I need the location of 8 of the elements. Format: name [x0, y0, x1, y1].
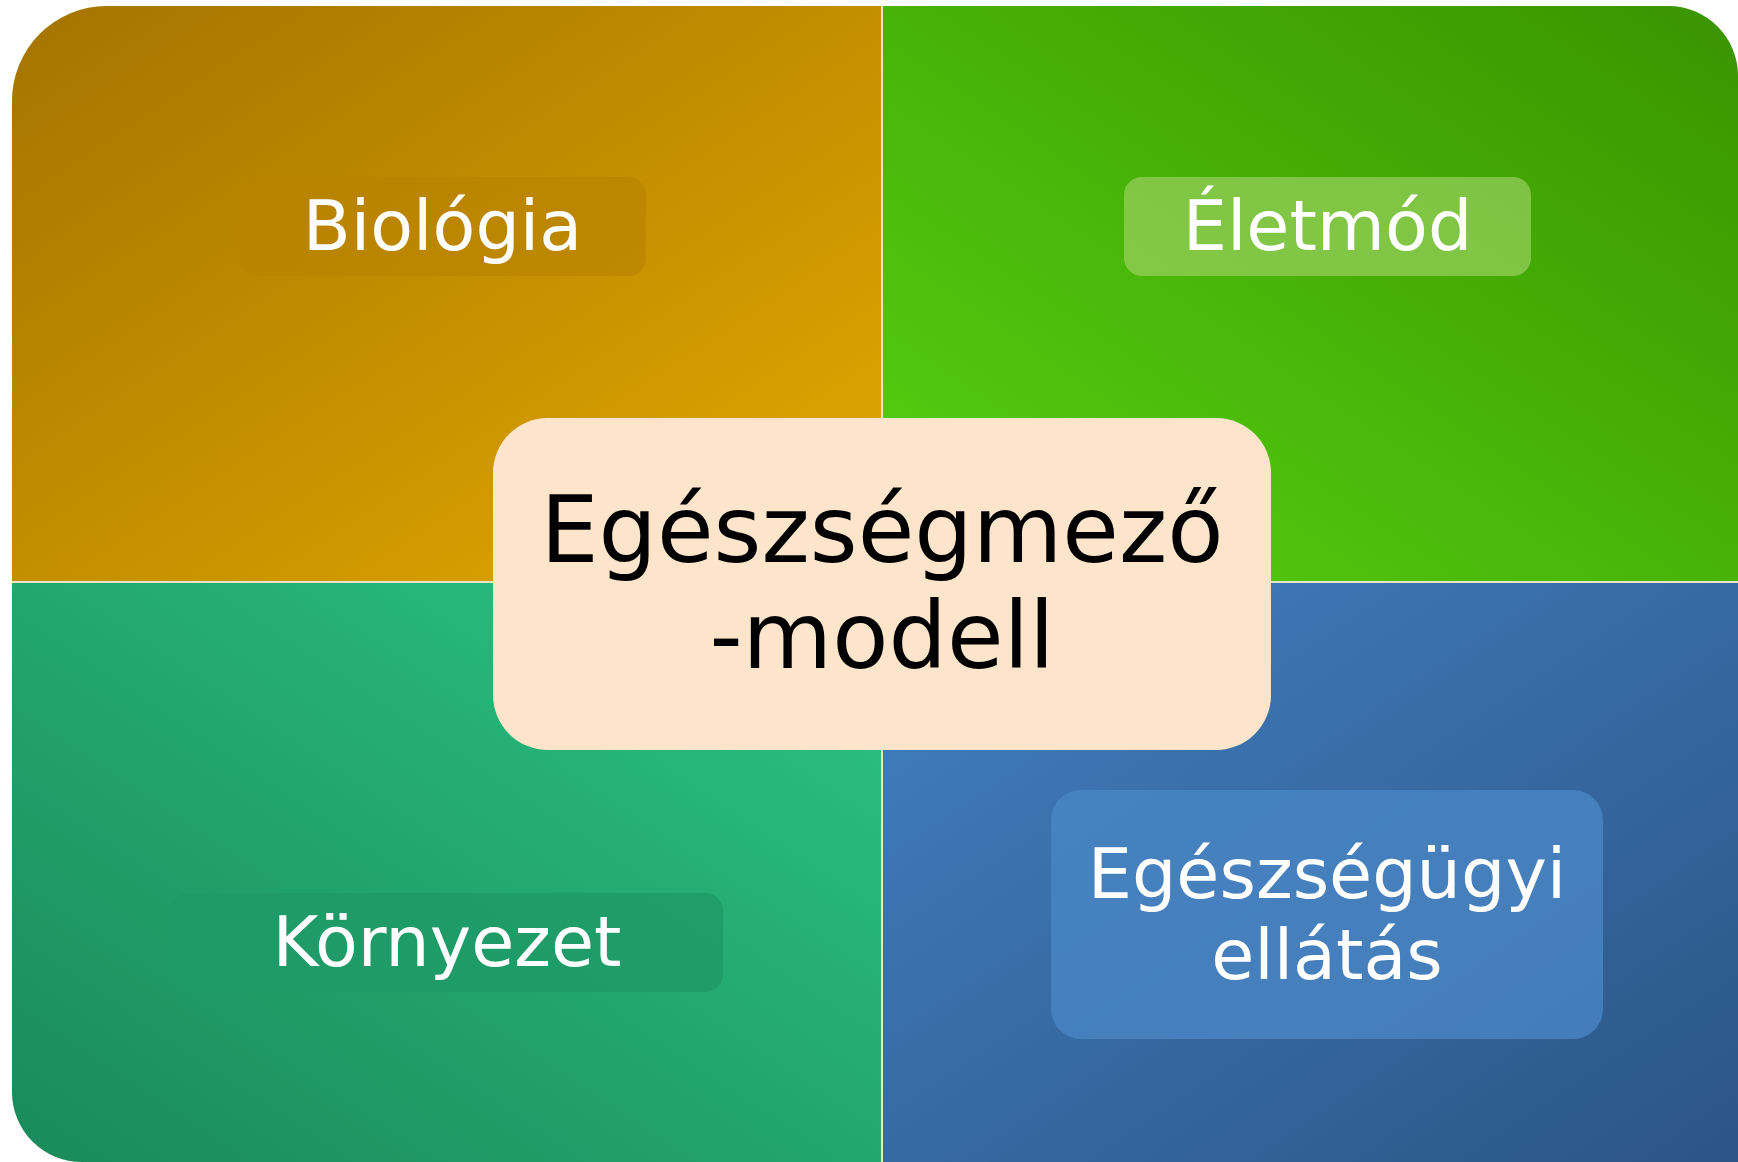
quadrant-label: Környezet: [272, 902, 622, 983]
quadrant-label: Egészségügyi ellátás: [1086, 834, 1568, 995]
central-title: Egészségmező -modell: [539, 478, 1225, 690]
central-box: [493, 418, 1271, 750]
quadrant-label: Életmód: [1182, 186, 1473, 267]
label-box: [1124, 177, 1531, 276]
quadrant-label: Biológia: [302, 186, 583, 267]
label-box: [1051, 790, 1603, 1039]
